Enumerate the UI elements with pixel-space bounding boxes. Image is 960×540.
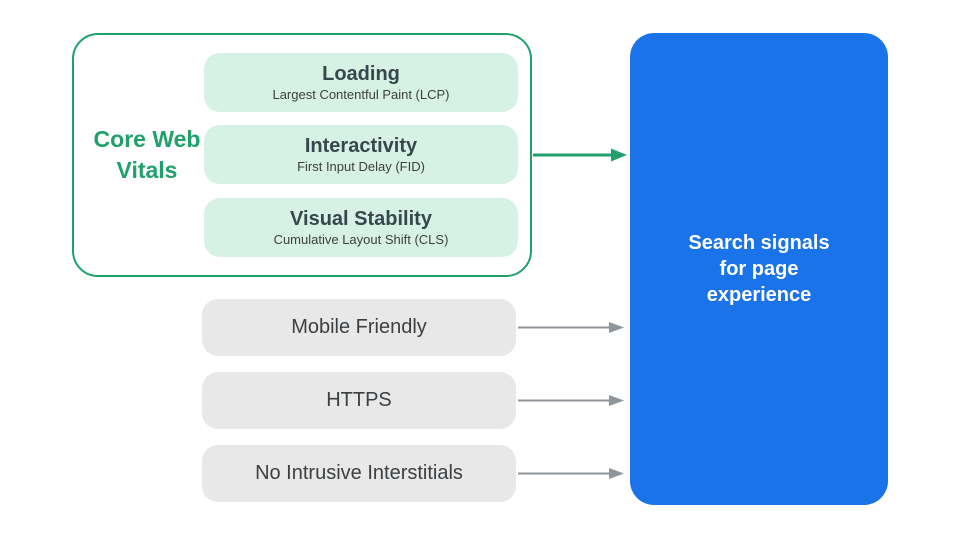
arrow-core-web-vitals (533, 148, 627, 162)
core-web-vitals-group: Core Web Vitals Loading Largest Contentf… (72, 33, 532, 277)
signal-card-no-intrusive-interstitials: No Intrusive Interstitials (202, 445, 516, 502)
arrow-no-intrusive-interstitials (518, 468, 624, 479)
metric-subtitle-lcp: Largest Contentful Paint (LCP) (272, 87, 450, 102)
search-signals-panel: Search signals for page experience (630, 33, 888, 505)
metric-title-loading: Loading (322, 63, 400, 85)
search-signals-label: Search signals for page experience (688, 232, 830, 306)
metric-title-visual-stability: Visual Stability (290, 208, 432, 230)
metric-card-interactivity: Interactivity First Input Delay (FID) (204, 125, 518, 184)
metric-subtitle-fid: First Input Delay (FID) (297, 159, 425, 174)
metric-card-visual-stability: Visual Stability Cumulative Layout Shift… (204, 198, 518, 257)
signal-card-https: HTTPS (202, 372, 516, 429)
signal-card-mobile-friendly: Mobile Friendly (202, 299, 516, 356)
metric-title-interactivity: Interactivity (304, 135, 418, 157)
core-web-vitals-label: Core Web Vitals (93, 126, 201, 183)
arrow-https (518, 395, 624, 406)
metric-subtitle-cls: Cumulative Layout Shift (CLS) (273, 232, 449, 247)
metric-card-loading: Loading Largest Contentful Paint (LCP) (204, 53, 518, 112)
arrow-mobile-friendly (518, 322, 624, 333)
